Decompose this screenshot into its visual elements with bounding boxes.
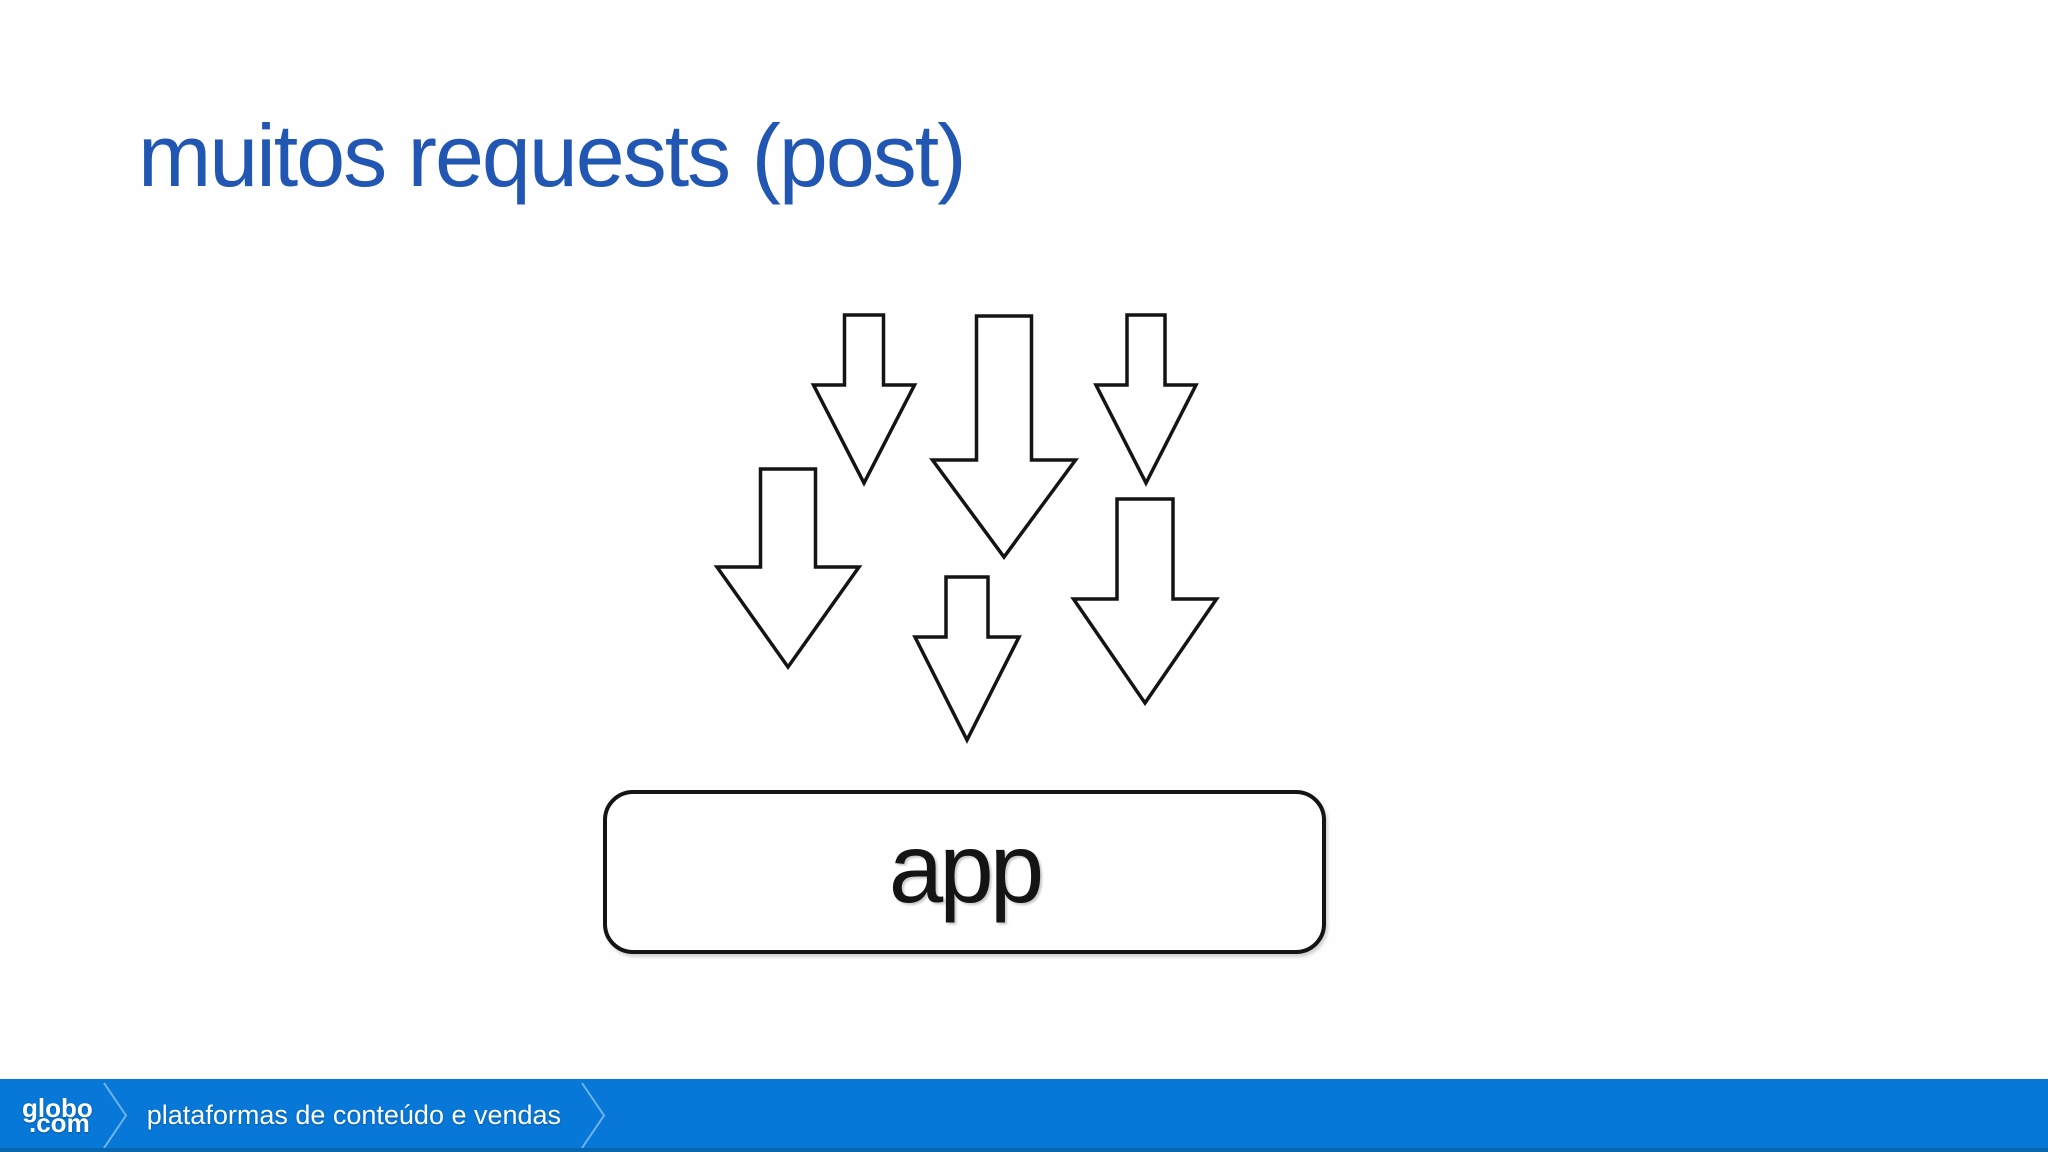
app-box: app [603,790,1326,954]
slide-title: muitos requests (post) [138,106,967,205]
chevron-right-icon [102,1082,127,1149]
down-arrow-small [912,575,1022,744]
down-arrow-large [929,314,1079,560]
footer-bar: globo .com plataformas de conteúdo e ven… [0,1079,2048,1152]
logo-text-com: .com [29,1107,90,1138]
logo-text-globo: globo [22,1092,93,1123]
down-arrow-large [1070,497,1220,707]
chevron-right-icon [581,1082,606,1149]
globo-com-logo: globo .com [22,1095,93,1138]
footer-label: plataformas de conteúdo e vendas [146,1100,562,1130]
footer-bottom-line [0,1148,2048,1152]
down-arrow-small [810,313,918,487]
down-arrow-large [713,467,863,671]
down-arrow-small [1093,313,1199,487]
app-box-label: app [888,813,1045,923]
